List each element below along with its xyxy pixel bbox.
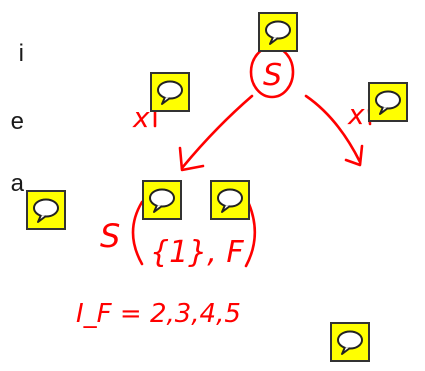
speech-bubble-note-icon[interactable]	[258, 12, 298, 52]
node-left-paren	[131, 200, 144, 266]
speech-bubble-note-icon[interactable]	[330, 322, 370, 362]
left-branch-arrowhead	[178, 146, 205, 172]
doc-letter-2: e	[10, 108, 24, 135]
left-branch-arrow	[180, 94, 254, 170]
left-edge-label: x	[132, 101, 150, 134]
formula-label: I_F = 2,3,4,5	[76, 299, 241, 329]
node-label: S	[100, 217, 120, 255]
node-right-paren	[244, 202, 257, 268]
right-edge-label: x	[347, 98, 365, 131]
node-contents: {1}, F	[150, 235, 244, 270]
root-label: S	[263, 58, 282, 93]
right-branch-arrowhead	[344, 144, 364, 167]
speech-bubble-note-icon[interactable]	[150, 72, 190, 112]
speech-bubble-note-icon[interactable]	[368, 82, 408, 122]
doc-letter-1: i	[18, 40, 24, 67]
speech-bubble-note-icon[interactable]	[26, 190, 66, 230]
speech-bubble-note-icon[interactable]	[142, 180, 182, 220]
right-branch-arrow	[304, 94, 362, 164]
speech-bubble-note-icon[interactable]	[210, 180, 250, 220]
doc-letter-3: a	[10, 170, 24, 197]
